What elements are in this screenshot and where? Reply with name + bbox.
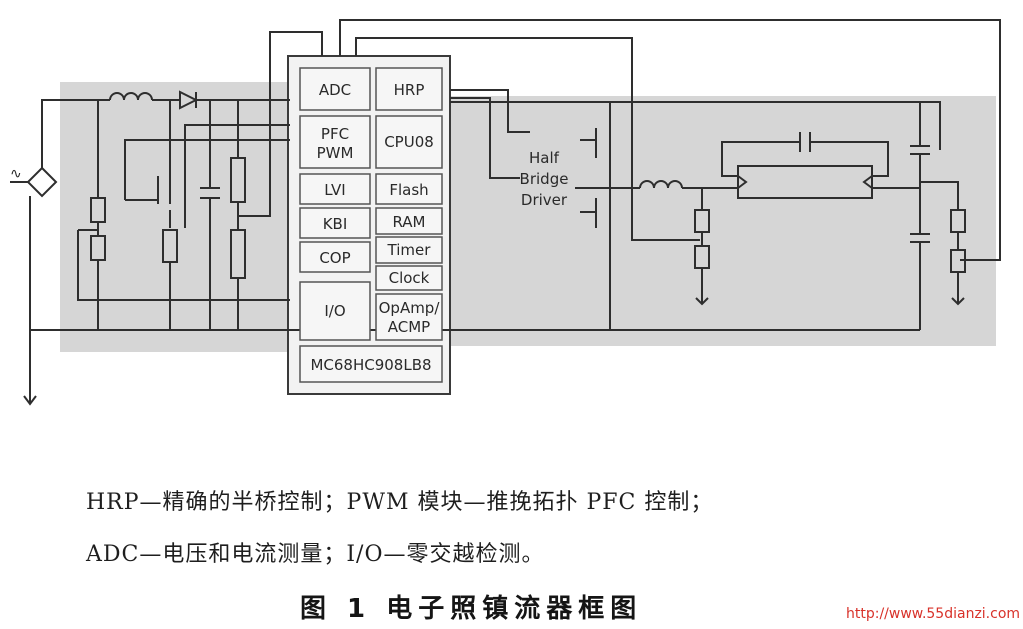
clock-block xyxy=(375,265,443,291)
pfc-current-sense xyxy=(184,124,290,228)
hrp-to-driver-2 xyxy=(450,97,520,179)
ram-label: RAM xyxy=(392,213,425,231)
acmp-label: ACMP xyxy=(388,318,430,336)
bus-capacitor xyxy=(200,100,220,330)
bridge-rectifier xyxy=(26,166,58,198)
circuit-wires xyxy=(10,19,1001,406)
part-number-block xyxy=(299,345,443,383)
pfc-label: PFC xyxy=(321,125,349,143)
io-label: I/O xyxy=(324,302,345,320)
ballast-region-shade xyxy=(448,96,996,346)
flash-label: Flash xyxy=(389,181,428,199)
adc-block xyxy=(299,67,371,111)
lamp-sense-r1 xyxy=(694,209,710,233)
adc-label: ADC xyxy=(319,81,351,99)
feedback-loop-1 xyxy=(339,19,1001,261)
cpu-label: CPU08 xyxy=(384,133,434,151)
opamp-block xyxy=(375,293,443,341)
resonant-inductor xyxy=(639,180,738,189)
lamp-ground-arrow-1 xyxy=(695,292,709,306)
watermark-url[interactable]: http://www.55dianzi.com xyxy=(846,606,1021,622)
filament-wires xyxy=(721,166,889,177)
sense-resistor-2 xyxy=(90,235,106,261)
right-divider-r2 xyxy=(950,249,966,273)
cop-block xyxy=(299,241,371,273)
fluorescent-lamp xyxy=(737,165,873,199)
cop-label: COP xyxy=(319,249,350,267)
right-divider-r1 xyxy=(950,209,966,233)
bus-divider-r1 xyxy=(230,157,246,203)
caption-line-2: ADC—电压和电流测量；I/O—零交越检测。 xyxy=(86,542,545,567)
kbi-label: KBI xyxy=(323,215,348,233)
driver-label-half: Half xyxy=(529,149,560,167)
bus-divider-r2 xyxy=(230,229,246,279)
bus-divider-tap xyxy=(238,31,323,217)
mcu-block-labels: ADC HRP PFC PWM CPU08 LVI Flash KBI RAM … xyxy=(310,81,440,374)
pwm-label: PWM xyxy=(317,144,354,162)
high-side-mosfet xyxy=(580,102,611,158)
sense-resistor-1 xyxy=(90,197,106,223)
driver-label-bridge: Bridge xyxy=(520,170,569,188)
caption-line-1: HRP—精确的半桥控制；PWM 模块—推挽拓扑 PFC 控制； xyxy=(86,490,714,515)
ram-block xyxy=(375,207,443,235)
feedback-loop-2 xyxy=(355,37,700,241)
lamp-sense-r2 xyxy=(694,245,710,269)
half-bridge-node xyxy=(575,158,640,189)
dc-blocking-caps xyxy=(910,102,930,330)
hrp-to-driver-1 xyxy=(450,89,530,133)
lvi-label: LVI xyxy=(324,181,345,199)
filament-capacitor xyxy=(721,132,889,166)
timer-block xyxy=(375,236,443,264)
kbi-block xyxy=(299,207,371,239)
flash-block xyxy=(375,173,443,205)
pfc-pwm-block xyxy=(299,115,371,169)
ballast-circuit-diagram: ADC HRP PFC PWM CPU08 LVI Flash KBI RAM … xyxy=(10,19,1001,406)
hrp-block xyxy=(375,67,443,111)
mcu-blocks xyxy=(299,67,443,383)
right-divider xyxy=(920,181,959,296)
bridge-top-wire xyxy=(41,99,98,168)
dc-bus-right xyxy=(450,101,941,150)
pfc-gate-wire xyxy=(124,139,290,201)
figure-title: 图 1 电子照镇流器框图 xyxy=(300,594,643,624)
ground-arrow-left xyxy=(23,395,37,406)
pfc-inductor xyxy=(109,92,153,101)
lvi-block xyxy=(299,173,371,205)
pfc-mosfet xyxy=(157,100,171,228)
shaded-regions xyxy=(60,55,996,395)
io-block xyxy=(299,281,371,341)
clock-label: Clock xyxy=(389,269,430,287)
part-number-label: MC68HC908LB8 xyxy=(310,356,431,374)
sense-tap xyxy=(77,229,290,301)
hrp-label: HRP xyxy=(394,81,425,99)
lamp-ground-arrow-2 xyxy=(951,296,965,306)
driver-labels: Half Bridge Driver xyxy=(520,149,569,209)
timer-label: Timer xyxy=(387,241,432,259)
cpu-block xyxy=(375,115,443,169)
ac-source-symbol: ∿ xyxy=(10,166,22,182)
driver-label-driver: Driver xyxy=(521,191,568,209)
opamp-label: OpAmp/ xyxy=(379,299,441,317)
